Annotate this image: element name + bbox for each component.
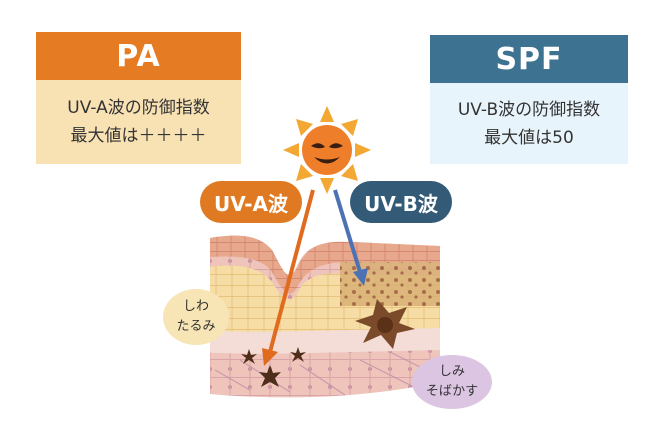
spot-bubble: しみ そばかす (412, 355, 492, 409)
pa-card: PA UV-A波の防御指数 最大値は＋＋＋＋ (36, 32, 241, 164)
pa-description: UV-A波の防御指数 最大値は＋＋＋＋ (36, 80, 241, 164)
spf-line2: 最大値は50 (484, 127, 574, 148)
wrinkle-bubble-line1: しわ (182, 299, 209, 314)
sun-icon (283, 106, 371, 194)
wrinkle-bubble: しわ たるみ (163, 289, 229, 345)
wrinkle-bubble-line2: たるみ (176, 319, 216, 334)
uva-label: UV-A波 (200, 181, 302, 223)
pigment-spot-icon (355, 299, 415, 349)
spf-line1: UV-B波の防御指数 (457, 99, 601, 120)
spf-description: UV-B波の防御指数 最大値は50 (430, 83, 628, 164)
spf-card: SPF UV-B波の防御指数 最大値は50 (430, 35, 628, 164)
wrinkle-damage-icon (241, 347, 306, 387)
spot-bubble-line1: しみ (438, 364, 465, 379)
pa-line2: 最大値は＋＋＋＋ (70, 126, 207, 146)
pa-title: PA (36, 32, 241, 80)
spot-bubble-line2: そばかす (425, 384, 479, 399)
pa-line1: UV-A波の防御指数 (67, 98, 210, 118)
uva-arrow (262, 189, 315, 366)
spf-title: SPF (430, 35, 628, 83)
uvb-label: UV-B波 (350, 181, 452, 223)
uvb-arrow (333, 189, 368, 286)
